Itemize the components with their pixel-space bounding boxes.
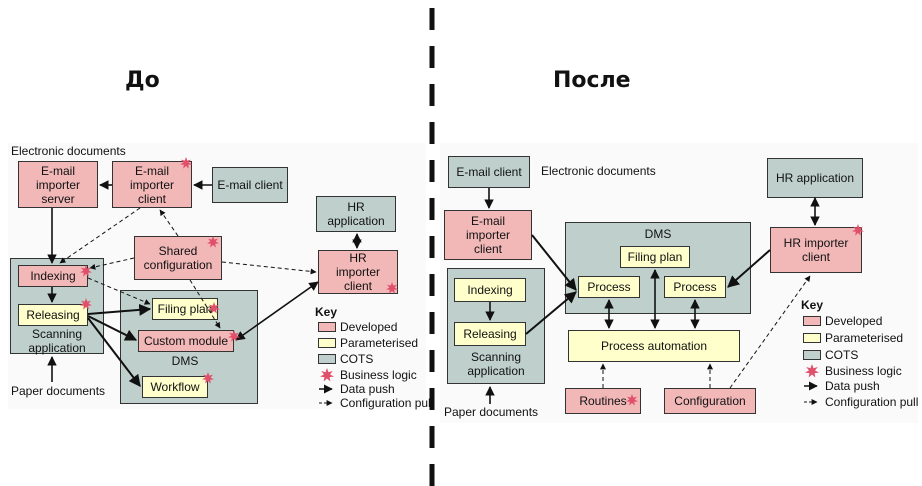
before-hr-importer-client-box: HR importer client <box>318 250 398 294</box>
after-conn-hrclient-process <box>727 249 771 288</box>
starburst-icon <box>626 394 638 406</box>
after-configuration-box: Configuration <box>664 388 756 414</box>
starburst-icon <box>805 364 819 378</box>
before-conn-custom-hrclient <box>235 281 319 341</box>
before-key-cots-swatch <box>318 354 336 364</box>
starburst-icon <box>202 372 214 384</box>
after-routines-box: Routines <box>565 388 641 414</box>
after-conn-releasing-process <box>525 291 577 335</box>
before-key-developed-label: Developed <box>340 320 398 334</box>
after-scanning-application-label: Scanning application <box>467 350 525 378</box>
before-conn-releasing-filingplan <box>87 303 152 316</box>
after-process-right-box: Process <box>664 276 726 298</box>
before-key-developed-swatch <box>318 322 336 332</box>
before-scanning-application-label: Scanning application <box>28 327 86 355</box>
starburst-icon <box>320 368 334 382</box>
after-process-left-box: Process <box>578 276 640 298</box>
after-dms-label: DMS <box>644 227 672 241</box>
after-key-configuration-pull-arrow <box>804 399 818 405</box>
before-releasing-box: Releasing <box>18 304 88 326</box>
after-hr-importer-client-box: HR importer client <box>770 227 862 273</box>
after-key-configuration-pull-label: Configuration pull <box>825 395 919 409</box>
after-process-automation-box: Process automation <box>568 330 740 362</box>
starburst-icon <box>386 282 398 294</box>
before-title: До <box>125 68 160 93</box>
before-email-importer-server-box: E-mail importer server <box>18 161 98 208</box>
before-email-importer-client-box: E-mail importer client <box>112 161 192 208</box>
starburst-icon <box>180 157 192 169</box>
before-indexing-box: Indexing <box>18 265 88 287</box>
after-electronic-documents-label: Electronic documents <box>541 164 656 178</box>
before-conn-indexing-filingplan <box>87 277 151 305</box>
after-key-cots-label: COTS <box>825 348 859 362</box>
before-email-client-box: E-mail client <box>212 167 288 203</box>
after-key-cots-swatch <box>803 350 821 360</box>
before-conn-releasing-custom <box>87 315 138 341</box>
after-releasing-box: Releasing <box>454 322 526 346</box>
after-key-parameterised-label: Parameterised <box>825 331 904 345</box>
before-electronic-documents-label: Electronic documents <box>11 144 126 158</box>
before-key-configuration-pull-arrow <box>319 400 333 406</box>
after-indexing-box: Indexing <box>454 278 526 302</box>
before-key-configuration-pull-label: Configuration pull <box>340 396 434 410</box>
before-key-parameterised-label: Parameterised <box>340 336 419 350</box>
before-key-data-push-arrow <box>319 384 333 394</box>
before-conn-shared-hrclient <box>221 261 317 275</box>
starburst-icon <box>208 302 220 314</box>
after-key-business-logic-label: Business logic <box>825 364 902 378</box>
after-conn-importer-process <box>531 234 577 291</box>
after-paper-documents-label: Paper documents <box>444 405 539 419</box>
before-hr-application-box: HR application <box>316 196 396 232</box>
before-conn-shared-custom <box>189 279 221 329</box>
after-email-client-box: E-mail client <box>448 156 530 188</box>
after-key-data-push-arrow <box>804 381 818 391</box>
after-filing-plan-box: Filing plan <box>620 246 690 268</box>
starburst-icon <box>207 236 219 248</box>
starburst-icon <box>228 330 240 342</box>
after-key-data-push-label: Data push <box>825 379 880 393</box>
before-paper-documents-label: Paper documents <box>11 384 106 398</box>
after-conn-configuration-hrclient <box>729 275 811 389</box>
after-key-title: Key <box>801 298 824 312</box>
before-key-cots-label: COTS <box>340 352 374 366</box>
before-key-business-logic-label: Business logic <box>340 368 417 382</box>
starburst-icon <box>80 265 92 277</box>
after-key-parameterised-swatch <box>803 333 821 343</box>
before-custom-module-box: Custom module <box>138 330 234 352</box>
starburst-icon <box>852 224 864 236</box>
before-workflow-box: Workflow <box>142 376 208 398</box>
before-conn-shared-client <box>159 209 179 237</box>
starburst-icon <box>80 298 92 310</box>
after-key-developed-label: Developed <box>825 314 883 328</box>
before-key-title: Key <box>315 305 338 319</box>
before-conn-releasing-workflow <box>87 317 141 387</box>
before-dms-label: DMS <box>171 354 199 368</box>
before-conn-client-indexing <box>59 207 141 264</box>
divider-dashed-line <box>429 8 435 486</box>
before-key-parameterised-swatch <box>318 338 336 348</box>
before-key-data-push-label: Data push <box>340 382 395 396</box>
after-title: После <box>553 68 631 93</box>
before-conn-shared-indexing <box>89 257 135 270</box>
after-email-importer-client-box: E-mail importer client <box>444 210 532 260</box>
after-key-developed-swatch <box>803 316 821 326</box>
